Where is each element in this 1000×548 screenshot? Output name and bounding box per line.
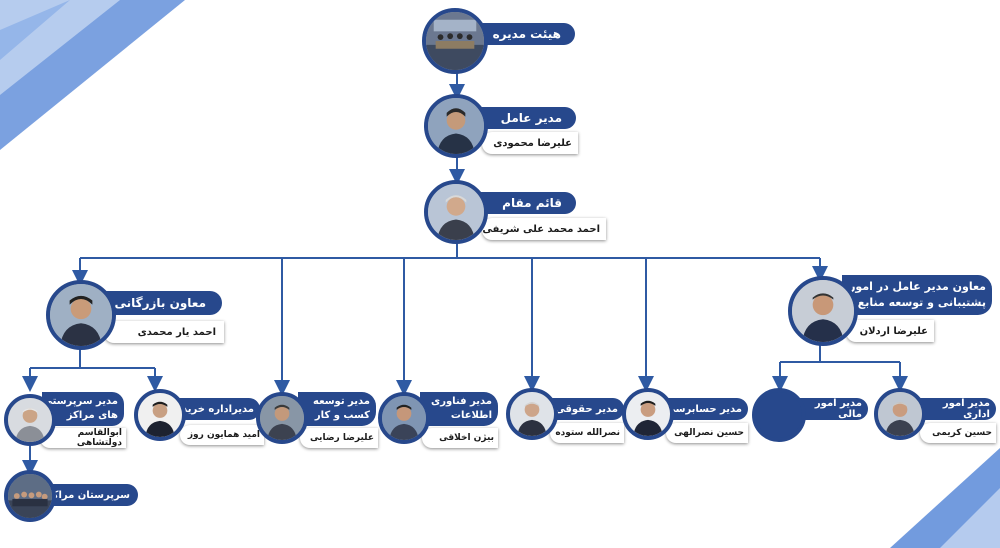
commerce-name: احمد یار محمدی (137, 326, 216, 338)
centers-supervisor-title-line1: مدیر سرپرستی (42, 396, 119, 407)
centers-supervisor-name-box: ابوالقاسم دولتشاهی (40, 428, 126, 448)
deputy-name-box: احمد محمد علی شریفی (482, 218, 606, 240)
person-photo-icon (134, 389, 186, 441)
support-title-line2: پشتیبانی و توسعه منابع (857, 296, 986, 309)
legal-name-box: نصرالله ستوده (550, 423, 624, 443)
business-dev-name-box: علیرضا رضایی (300, 428, 378, 448)
decorative-corner-top-left (0, 0, 185, 150)
group-photo-icon (4, 470, 56, 522)
person-photo-icon (424, 94, 488, 158)
person-photo-icon (46, 280, 116, 350)
it-name: بیژن اخلاقی (439, 433, 494, 443)
purchasing-title: مدیراداره خرید (181, 403, 254, 415)
business-dev-title-line1: مدیر توسعه (313, 396, 370, 407)
purchasing-name-box: امید همایون روز (180, 425, 264, 445)
board-title-box: هیئت مدیره (470, 23, 575, 45)
person-photo-icon (788, 276, 858, 346)
purchasing-name: امید همایون روز (187, 430, 260, 440)
board-title: هیئت مدیره (492, 27, 561, 41)
finance-title: مدیر امور مالی (814, 398, 862, 420)
center-supervisors-title: سرپرستان مراکز (46, 489, 130, 501)
audit-name: حسین نصرالهی (674, 428, 744, 438)
admin-name-box: حسین کریمی (920, 423, 996, 443)
person-photo-icon (874, 388, 926, 440)
audit-title: مدیر حسابرسی (665, 403, 743, 415)
audit-name-box: حسین نصرالهی (666, 423, 748, 443)
it-name-box: بیژن اخلاقی (422, 428, 498, 448)
person-photo-icon (378, 392, 430, 444)
support-title-line1: معاون مدیر عامل در امور (849, 280, 986, 293)
audit-title-box: مدیر حسابرسی (664, 398, 748, 420)
legal-title: مدیر حقوقی (555, 403, 618, 415)
person-photo-icon (506, 388, 558, 440)
decorative-corner-bottom-right (890, 448, 1000, 548)
support-title-box: معاون مدیر عامل در امور پشتیبانی و توسعه… (842, 275, 992, 315)
person-photo-icon (256, 392, 308, 444)
admin-name: حسین کریمی (932, 428, 992, 438)
deputy-title-box: قائم مقام (478, 192, 576, 214)
commerce-title: معاون بازرگانی (114, 296, 206, 310)
business-dev-name: علیرضا رضایی (309, 433, 374, 443)
center-supervisors-title-box: سرپرستان مراکز (46, 484, 138, 506)
legal-title-box: مدیر حقوقی (548, 398, 624, 420)
ceo-name: علیرضا محمودی (493, 137, 572, 149)
admin-title-box: مدیر امور اداری (918, 398, 996, 420)
ceo-title: مدیر عامل (500, 111, 562, 125)
commerce-title-box: معاون بازرگانی (100, 291, 222, 315)
deputy-name: احمد محمد علی شریفی (482, 223, 600, 235)
business-dev-title-box: مدیر توسعه کسب و کار (298, 392, 376, 426)
person-photo-icon (622, 388, 674, 440)
person-photo-icon (4, 394, 56, 446)
centers-supervisor-title-line2: های مراکز (66, 410, 118, 421)
legal-name: نصرالله ستوده (555, 428, 620, 438)
business-dev-title-line2: کسب و کار (314, 410, 370, 421)
ceo-title-box: مدیر عامل (478, 107, 576, 129)
finance-title-box: مدیر امور مالی (790, 398, 868, 420)
it-title-line1: مدیر فناوری (431, 396, 492, 407)
purchasing-title-box: مدیراداره خرید (178, 398, 260, 420)
it-title-box: مدیر فناوری اطلاعات (420, 392, 498, 426)
support-name: علیرضا اردلان (859, 325, 928, 337)
deputy-title: قائم مقام (502, 196, 562, 210)
meeting-room-photo-icon (422, 8, 488, 74)
support-name-box: علیرضا اردلان (846, 320, 934, 342)
it-title-line2: اطلاعات (450, 410, 492, 421)
admin-title: مدیر امور اداری (942, 398, 990, 420)
commerce-name-box: احمد یار محمدی (104, 321, 224, 343)
person-photo-icon (424, 180, 488, 244)
centers-supervisor-name: ابوالقاسم دولتشاهی (76, 428, 122, 448)
empty-photo-placeholder (752, 388, 806, 442)
ceo-name-box: علیرضا محمودی (482, 132, 578, 154)
